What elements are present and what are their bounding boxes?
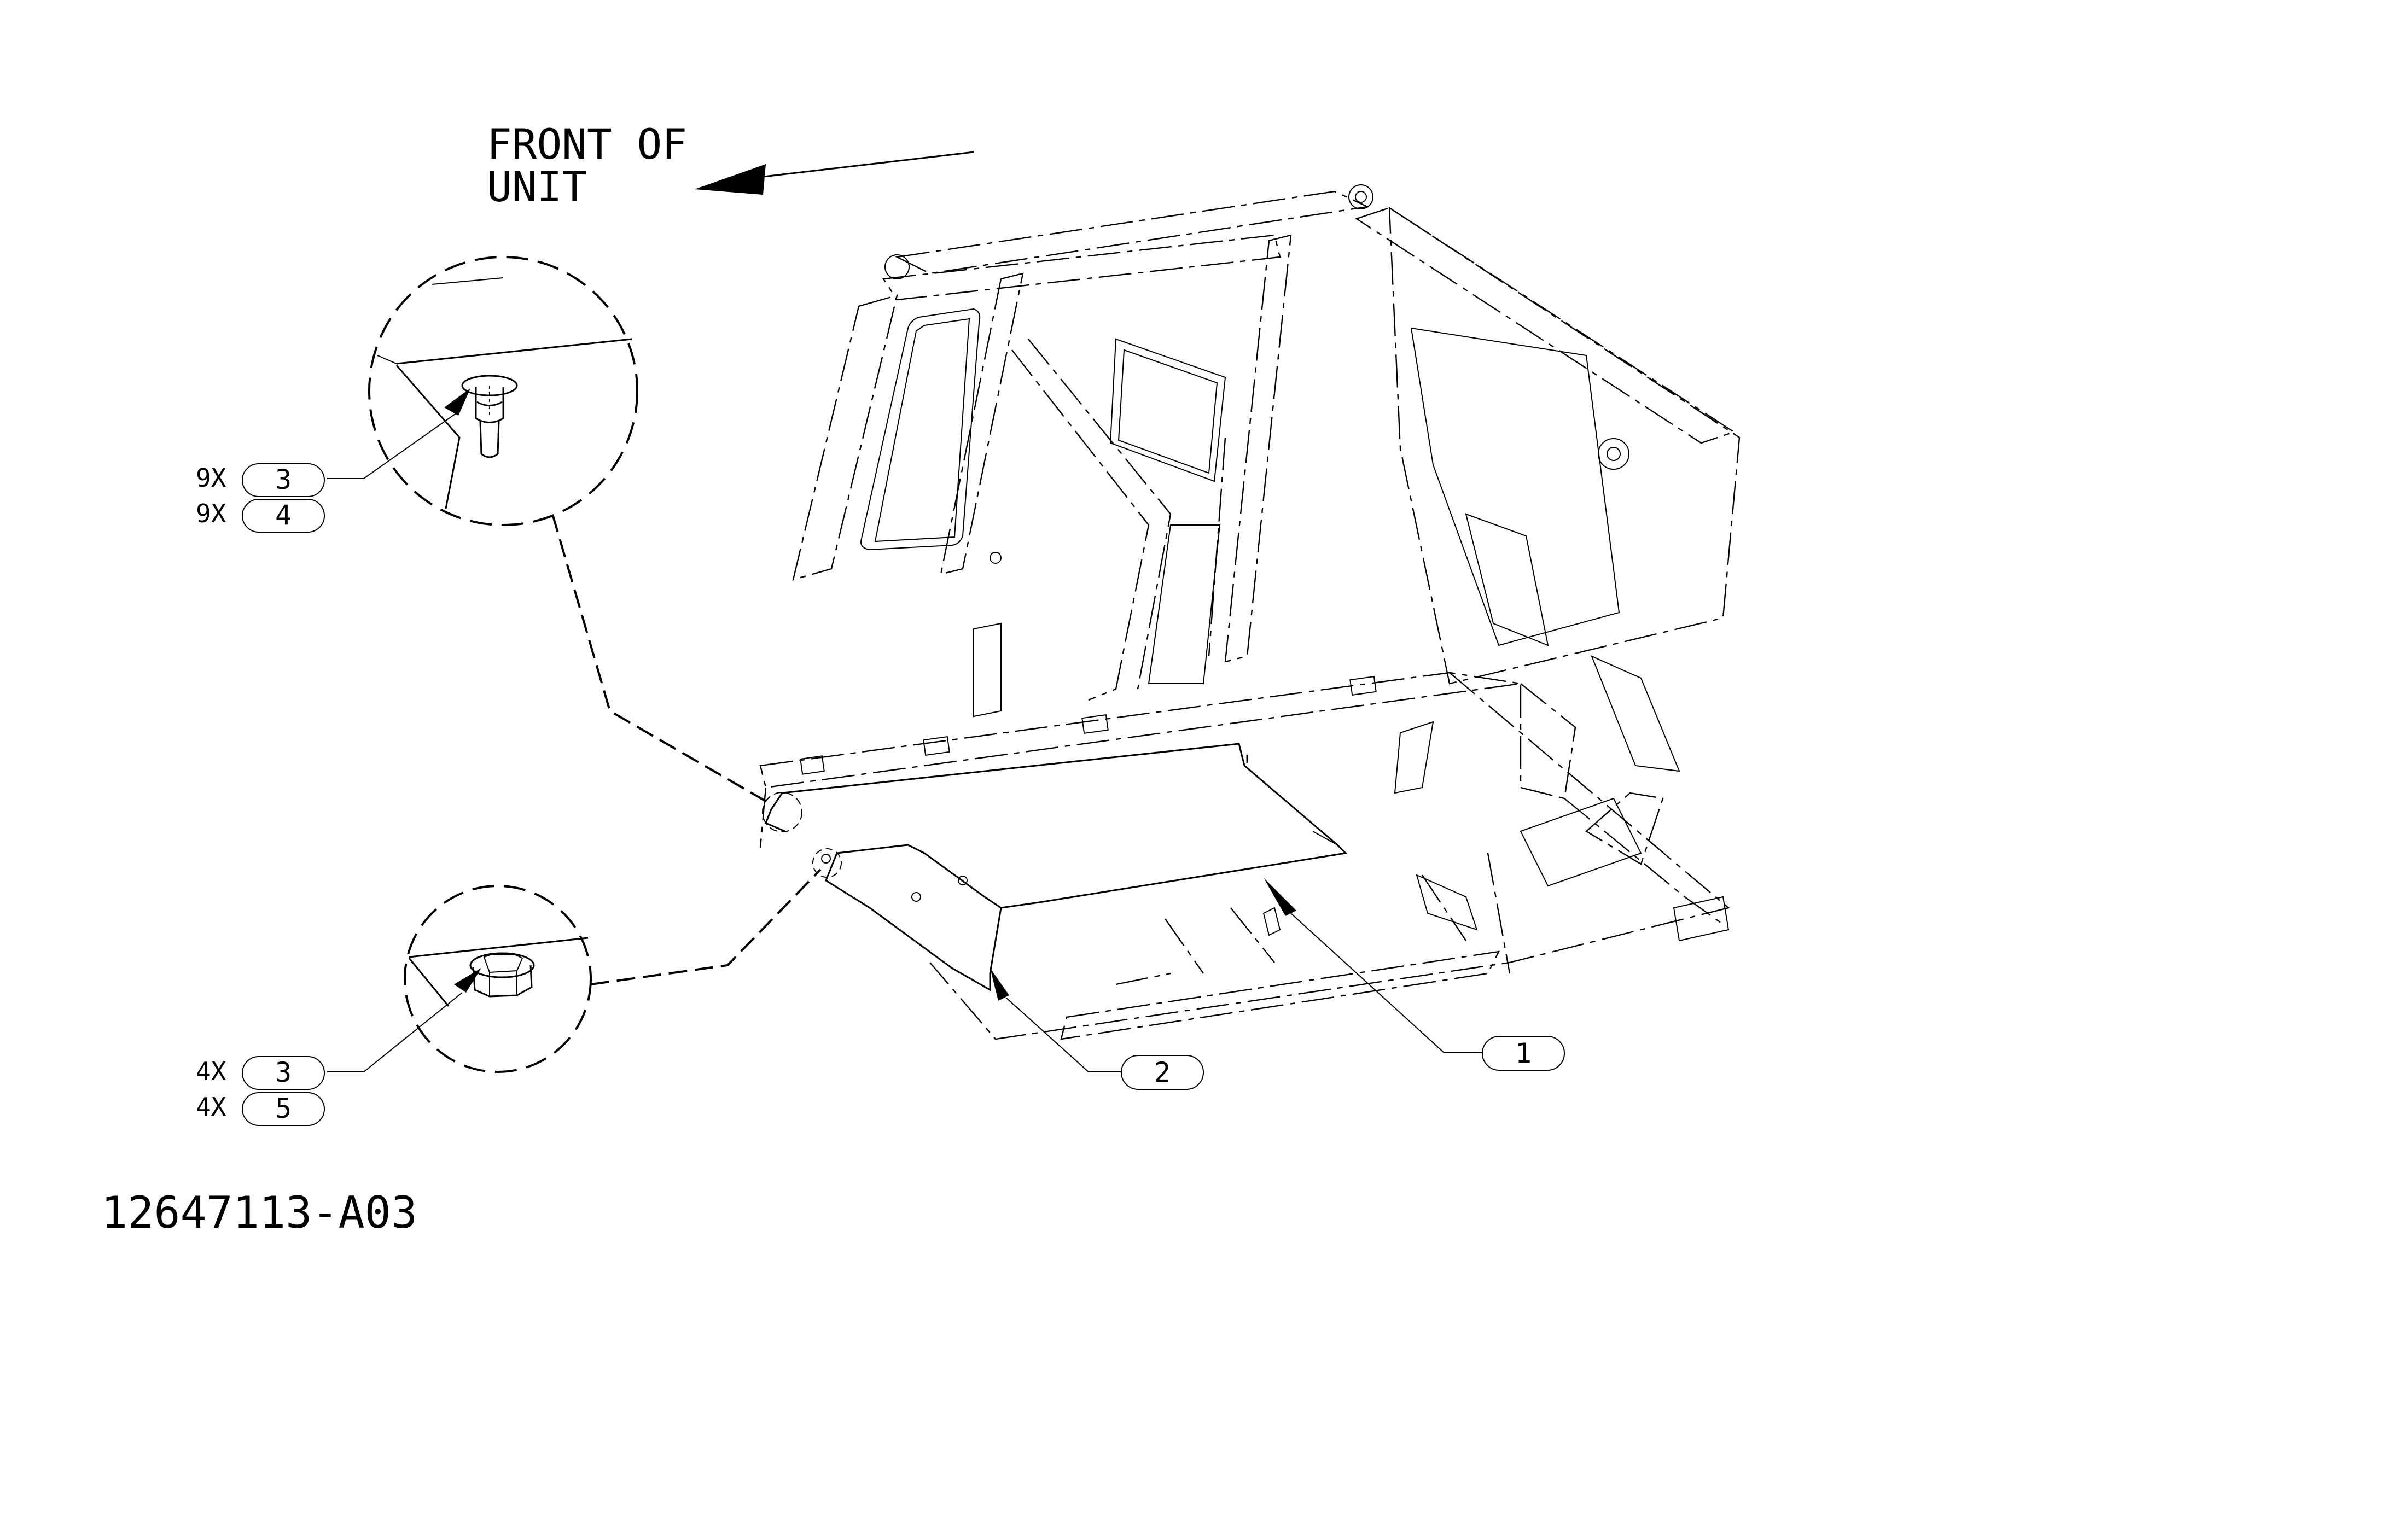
- detail-a-leader: [551, 514, 802, 832]
- floor-panel-item-1: [765, 743, 1348, 909]
- balloon-item-1: 1: [1482, 1036, 1565, 1071]
- leader-item-1: [1264, 878, 1482, 1053]
- cab-frame: [792, 184, 1741, 772]
- balloon-2-text: 2: [1154, 1057, 1171, 1088]
- hex-nut-icon: [469, 952, 535, 998]
- leader-item-2: [990, 968, 1121, 1072]
- detail-b-item-top: 3: [275, 1057, 292, 1088]
- front-of-unit-label: FRONT OF UNIT: [487, 120, 687, 211]
- unit-text: UNIT: [487, 162, 587, 211]
- detail-a-item-bottom: 4: [275, 499, 292, 531]
- detail-b-item-bottom: 5: [275, 1093, 292, 1124]
- detail-b-qty-top: 4X: [196, 1057, 226, 1086]
- drawing-number: 12647113-A03: [101, 1187, 417, 1238]
- front-of-text: FRONT OF: [487, 120, 687, 168]
- detail-b-qty-bottom: 4X: [196, 1092, 226, 1122]
- detail-a-item-top: 3: [275, 464, 292, 495]
- front-arrow-icon: [695, 151, 974, 195]
- cab-floor: [759, 672, 1730, 1040]
- detail-b-leader: [590, 848, 842, 985]
- balloon-item-2: 2: [1121, 1055, 1204, 1090]
- detail-a-qty-bottom: 9X: [196, 499, 226, 528]
- detail-view-a: [368, 256, 638, 526]
- detail-a-qty-top: 9X: [196, 463, 226, 493]
- detail-view-b: [404, 885, 592, 1073]
- side-cover-item-2: [821, 844, 1002, 991]
- balloon-1-text: 1: [1515, 1037, 1532, 1069]
- detail-b-callouts: 4X 3 4X 5: [196, 992, 463, 1126]
- flange-bolt-icon: [461, 375, 518, 458]
- detail-a-callouts: 9X 3 9X 4: [196, 412, 457, 533]
